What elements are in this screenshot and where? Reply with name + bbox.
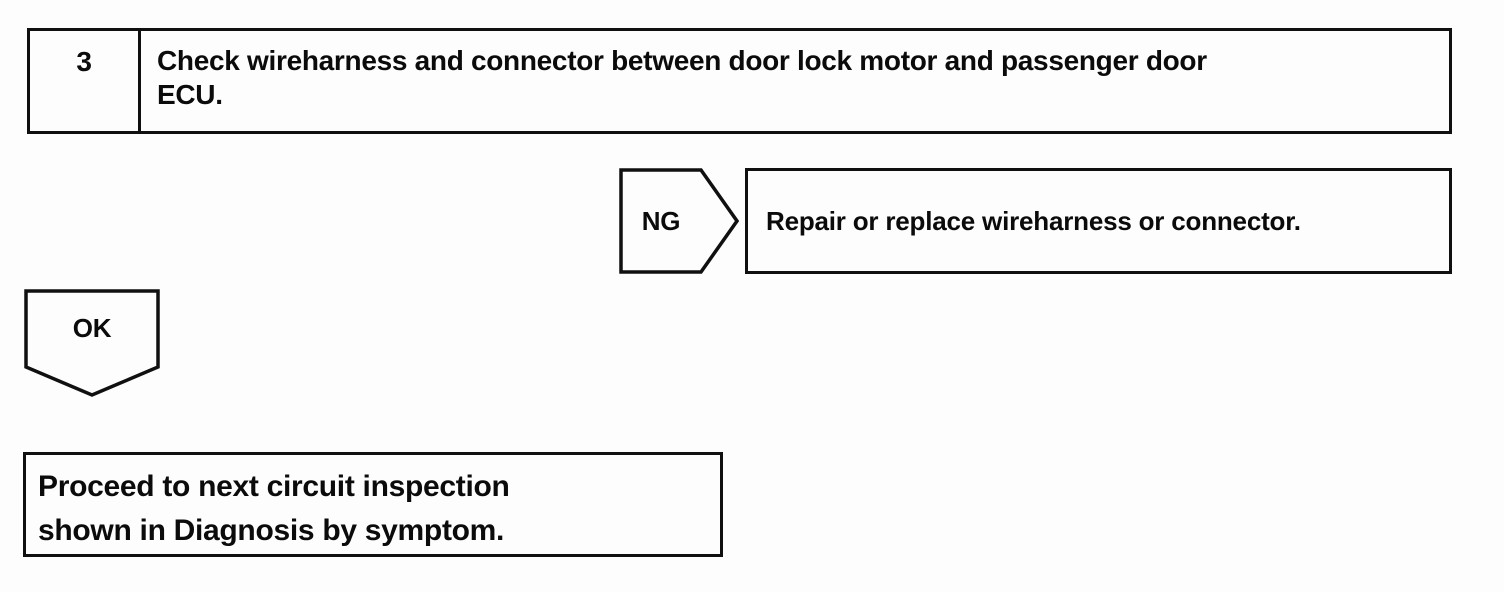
step-box: 3 Check wireharness and connector betwee… <box>27 28 1452 134</box>
step-instruction-line-1: Check wireharness and connector between … <box>157 45 1207 76</box>
ng-pentagon-icon <box>619 168 739 274</box>
ng-action-box: Repair or replace wireharness or connect… <box>745 168 1452 274</box>
step-instruction-line-2: ECU. <box>157 79 223 110</box>
step-number: 3 <box>76 46 92 77</box>
step-number-cell: 3 <box>30 31 141 131</box>
ok-result-line-2: shown in Diagnosis by symptom. <box>38 514 505 547</box>
ng-connector: NG <box>619 168 739 274</box>
ok-label: OK <box>72 312 112 343</box>
step-instruction: Check wireharness and connector between … <box>141 31 1221 131</box>
ok-pentagon-icon <box>24 289 160 397</box>
ng-label: NG <box>641 205 681 236</box>
ok-result-line-1: Proceed to next circuit inspection <box>38 470 510 503</box>
ok-connector: OK <box>24 289 160 397</box>
ng-action-text: Repair or replace wireharness or connect… <box>766 205 1301 236</box>
ok-result-box: Proceed to next circuit inspection shown… <box>23 452 723 557</box>
